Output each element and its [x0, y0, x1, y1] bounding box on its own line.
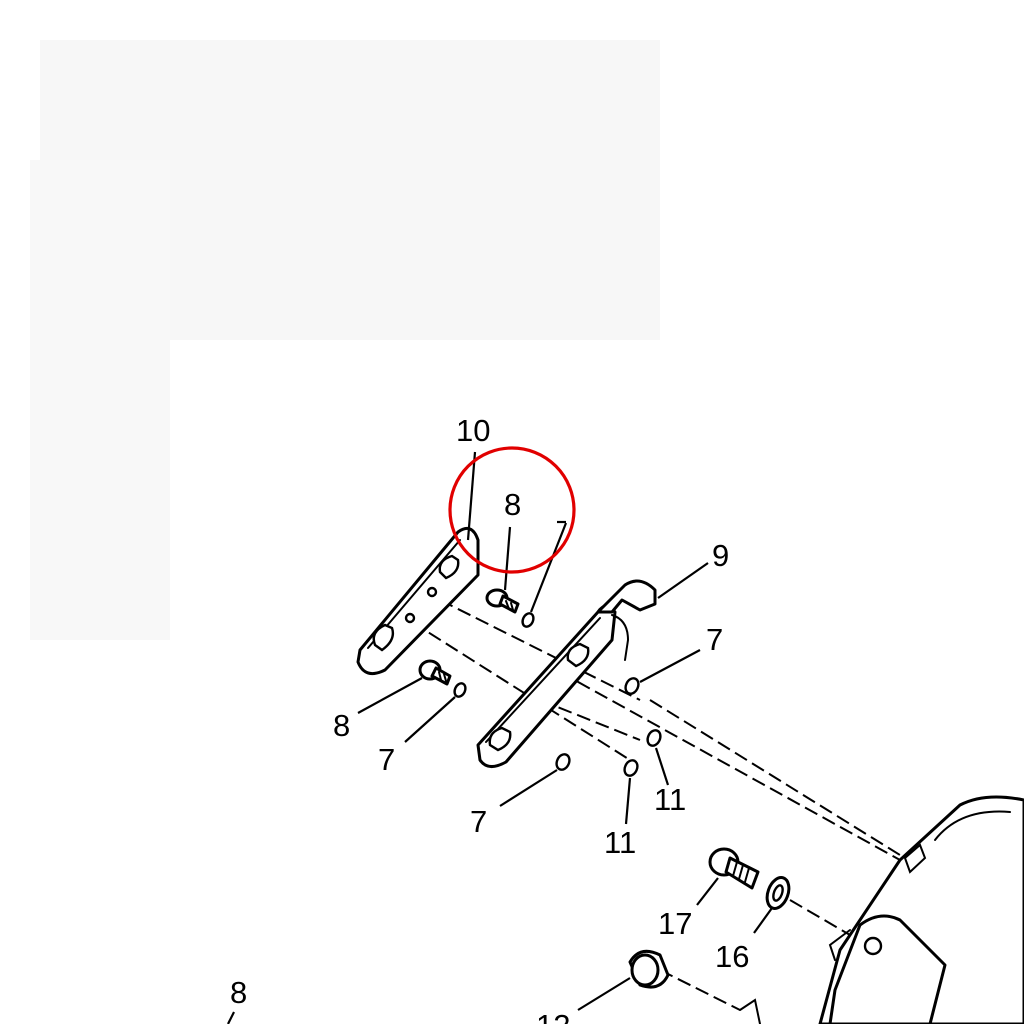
bracket-part-9	[476, 579, 657, 768]
callout-11-right: 11	[654, 782, 686, 817]
bracket-part-10	[356, 526, 480, 676]
muffler-body	[739, 795, 1024, 1024]
assembly-dash-lines	[411, 599, 901, 1011]
callout-7-right: 7	[706, 622, 723, 657]
leader-lines	[227, 451, 773, 1024]
bolt-part-17	[708, 847, 760, 890]
background-shading	[30, 40, 660, 640]
grommet-part-12	[628, 949, 670, 989]
callout-16: 16	[715, 939, 749, 974]
callout-7-left: 7	[378, 742, 395, 777]
callout-11-left: 11	[604, 825, 636, 860]
callout-9: 9	[712, 538, 729, 573]
callout-12: 12	[536, 1008, 570, 1024]
callout-8-left: 8	[333, 708, 350, 743]
callout-labels: 10 8 9 7 8 7 7 11 11 17 16 8 12	[230, 413, 749, 1024]
bolt-part-8-upper	[485, 588, 520, 614]
callout-17: 17	[658, 906, 692, 941]
bolt-part-8-left	[418, 659, 452, 686]
washer-part-16	[765, 876, 791, 910]
callout-10: 10	[456, 413, 490, 448]
highlight-circle	[448, 446, 576, 574]
callout-8-bottom: 8	[230, 975, 247, 1010]
callout-8-circled: 8	[504, 487, 521, 522]
washers	[453, 612, 662, 777]
callout-7-bottom: 7	[470, 804, 487, 839]
